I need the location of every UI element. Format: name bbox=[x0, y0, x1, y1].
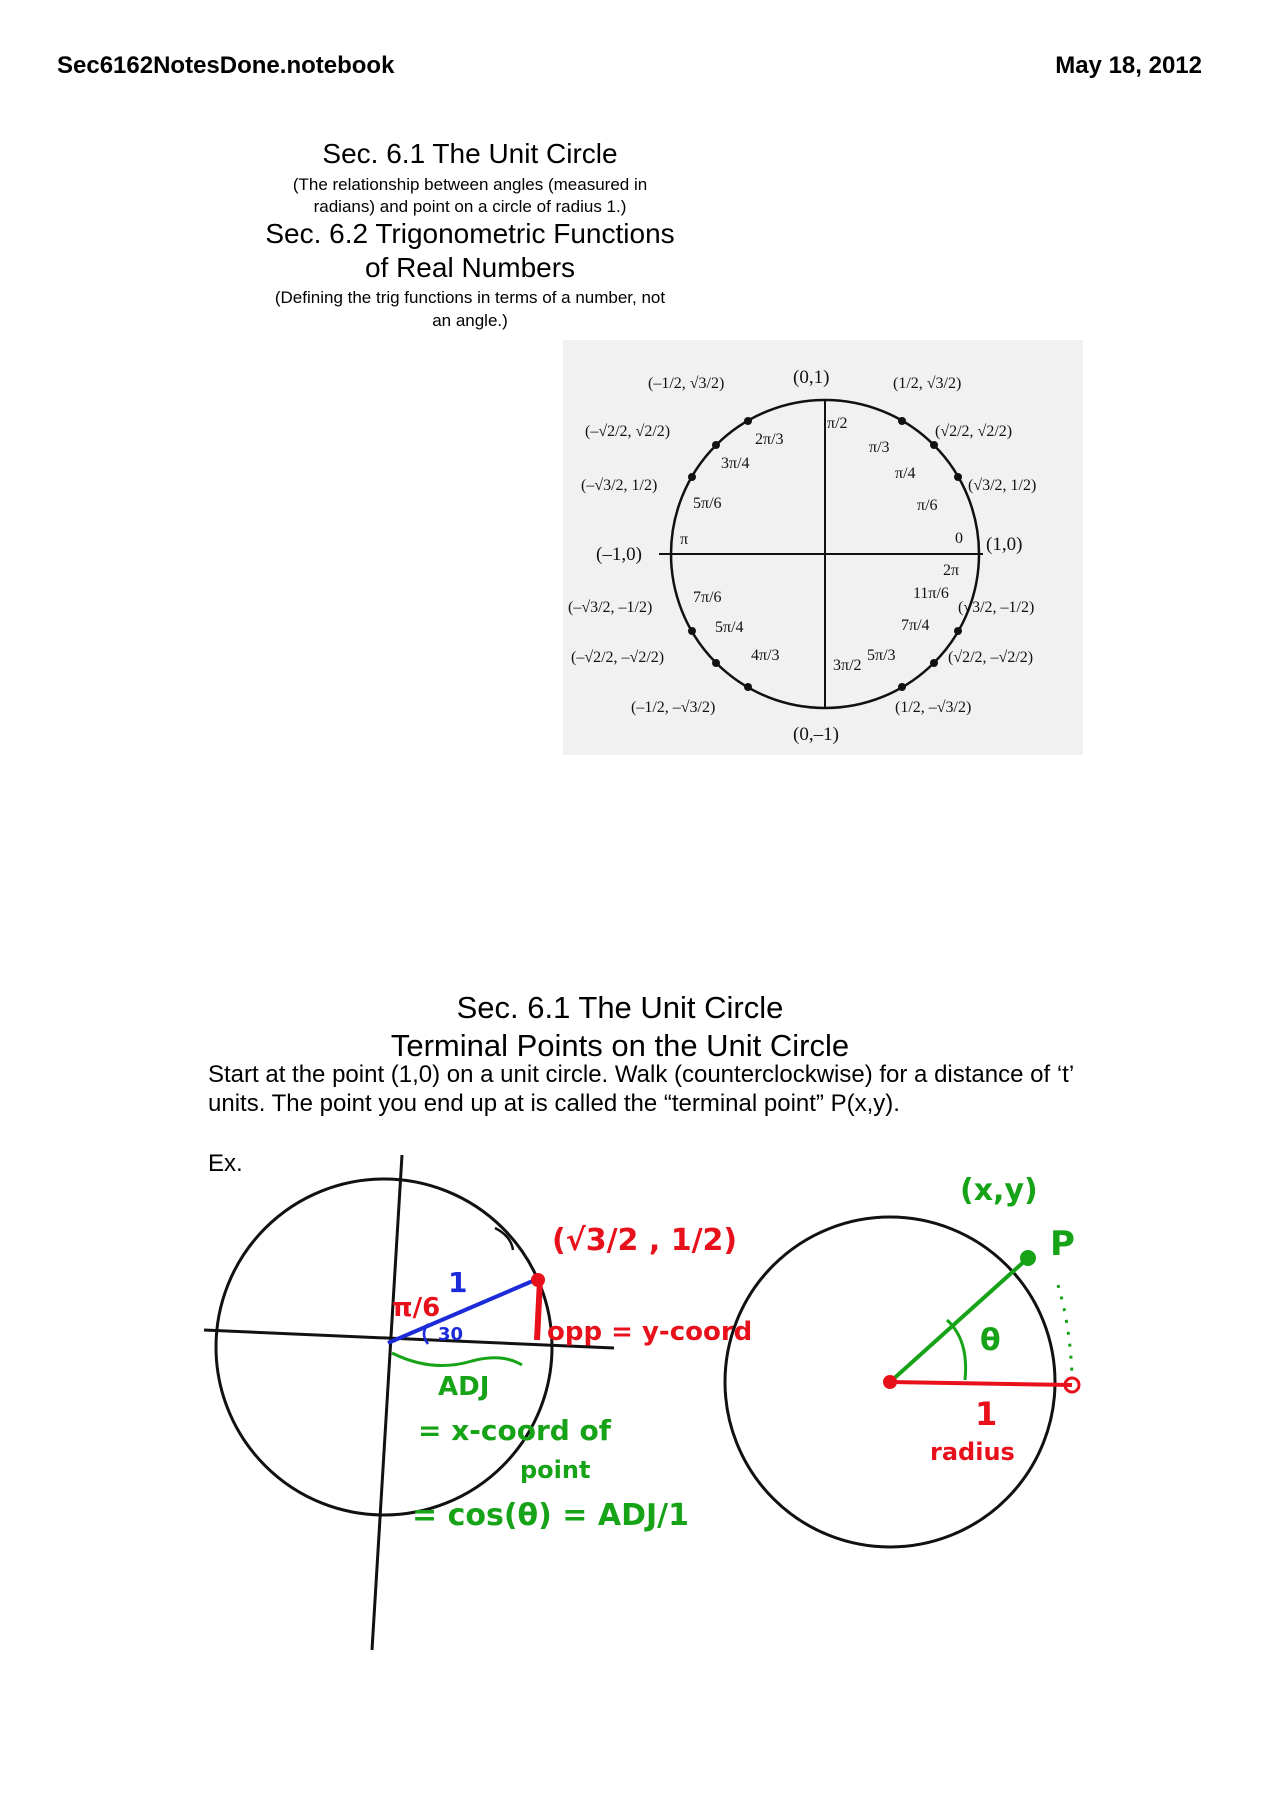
hypotenuse-line bbox=[387, 1278, 536, 1345]
theta-arc bbox=[945, 1318, 968, 1381]
coord-q4-300: (1/2, –√3/2) bbox=[895, 699, 971, 716]
coord-q1-45: (√2/2, √2/2) bbox=[935, 423, 1012, 440]
hw-radius-word: radius bbox=[930, 1438, 1015, 1466]
coord-q2-135: (–√2/2, √2/2) bbox=[585, 423, 670, 440]
hw-xy: (x,y) bbox=[960, 1173, 1038, 1208]
example-label: Ex. bbox=[208, 1150, 243, 1177]
angle-2pi: 2π bbox=[943, 562, 959, 579]
hw-30-deg: 30 bbox=[438, 1324, 463, 1345]
angle-pi-6: π/6 bbox=[917, 497, 938, 514]
angle-5pi-4: 5π/4 bbox=[715, 619, 744, 636]
dotted-arc bbox=[1056, 1284, 1074, 1376]
section2-title-line1: Sec. 6.1 The Unit Circle bbox=[456, 990, 784, 1025]
coord-q1-60: (1/2, √3/2) bbox=[893, 375, 961, 392]
section-subtitle-line1: (The relationship between angles (measur… bbox=[292, 175, 648, 194]
radius-line bbox=[889, 1380, 1073, 1387]
angle-pi-3: π/3 bbox=[869, 439, 890, 456]
angle-pi-2: π/2 bbox=[827, 415, 848, 432]
angle-11pi-6: 11π/6 bbox=[913, 585, 949, 602]
angle-7pi-6: 7π/6 bbox=[693, 589, 722, 606]
arc-arrow bbox=[494, 1226, 515, 1251]
hw-radius-1: 1 bbox=[975, 1395, 997, 1433]
angle-pi-4: π/4 bbox=[895, 465, 916, 482]
hw-hyp-1: 1 bbox=[448, 1266, 467, 1299]
coord-q2-150: (–√3/2, 1/2) bbox=[581, 477, 657, 494]
page-date: May 18, 2012 bbox=[1055, 52, 1202, 79]
coord-q3-210: (–√3/2, –1/2) bbox=[568, 599, 652, 616]
right-circle bbox=[723, 1215, 1057, 1549]
hw-adj: ADJ bbox=[438, 1372, 489, 1402]
adj-brace bbox=[391, 1351, 523, 1367]
coord-q3-240: (–1/2, –√3/2) bbox=[631, 699, 715, 716]
section-subtitle-line2: radians) and point on a circle of radius… bbox=[313, 197, 627, 216]
hw-terminal-point: (√3/2 , 1/2) bbox=[552, 1223, 737, 1258]
angle-dots bbox=[688, 417, 962, 691]
unit-circle-figure: (0,1) (0,–1) (–1,0) (1,0) 0 2π π π/2 π/3… bbox=[563, 340, 1083, 755]
section-subtitle2-line1: (Defining the trig functions in terms of… bbox=[274, 288, 666, 307]
label-bottom-point: (0,–1) bbox=[793, 724, 839, 745]
hw-point: point bbox=[520, 1456, 590, 1484]
angle-2pi-3: 2π/3 bbox=[755, 431, 784, 448]
intro-paragraph: Start at the point (1,0) on a unit circl… bbox=[208, 1061, 1074, 1117]
center-dot bbox=[883, 1375, 897, 1389]
hw-theta: θ bbox=[980, 1323, 1001, 1358]
coord-q3-225: (–√2/2, –√2/2) bbox=[571, 649, 664, 666]
p-point-dot bbox=[1020, 1250, 1036, 1266]
opposite-line bbox=[534, 1279, 543, 1341]
label-top-point: (0,1) bbox=[793, 367, 829, 388]
angle-pi: π bbox=[680, 531, 688, 548]
coord-q1-30: (√3/2, 1/2) bbox=[968, 477, 1036, 494]
terminal-ray bbox=[888, 1256, 1030, 1384]
left-y-axis bbox=[370, 1154, 404, 1651]
angle-4pi-3: 4π/3 bbox=[751, 647, 780, 664]
terminal-point-dot bbox=[531, 1273, 545, 1287]
hw-x-coord: = x-coord of bbox=[418, 1414, 612, 1447]
angle-5pi-3: 5π/3 bbox=[867, 647, 896, 664]
hw-P: P bbox=[1050, 1224, 1075, 1264]
hw-cos-adj: = cos(θ) = ADJ/1 bbox=[412, 1498, 689, 1533]
angle-5pi-6: 5π/6 bbox=[693, 495, 722, 512]
coord-q4-330: (√3/2, –1/2) bbox=[958, 599, 1034, 616]
hw-angle-pi6: π/6 bbox=[392, 1293, 440, 1323]
angle-arc-left bbox=[422, 1323, 430, 1345]
angle-0: 0 bbox=[955, 530, 963, 547]
coord-q4-315: (√2/2, –√2/2) bbox=[948, 649, 1033, 666]
unit-circle-svg: (0,1) (0,–1) (–1,0) (1,0) 0 2π π π/2 π/3… bbox=[568, 367, 1036, 745]
section-subtitle2-line2: an angle.) bbox=[432, 311, 508, 330]
left-circle bbox=[214, 1177, 554, 1517]
coord-q2-120: (–1/2, √3/2) bbox=[648, 375, 724, 392]
section-title-6-2-line2: of Real Numbers bbox=[364, 252, 576, 283]
angle-7pi-4: 7π/4 bbox=[901, 617, 930, 634]
section2-title-line2: Terminal Points on the Unit Circle bbox=[390, 1028, 850, 1063]
angle-3pi-4: 3π/4 bbox=[721, 455, 750, 472]
handwritten-example-sketch: π/6 1 30 (√3/2 , 1/2) opp = y-coord ADJ … bbox=[203, 1154, 1081, 1651]
hw-opp-y-coord: opp = y-coord bbox=[547, 1317, 752, 1347]
label-left-point: (–1,0) bbox=[596, 544, 642, 565]
angle-3pi-2: 3π/2 bbox=[833, 657, 862, 674]
label-right-point: (1,0) bbox=[986, 534, 1022, 555]
section-title-6-1: Sec. 6.1 The Unit Circle bbox=[322, 138, 618, 169]
left-x-axis bbox=[203, 1328, 615, 1350]
start-point-dot bbox=[1063, 1376, 1081, 1394]
section-title-6-2-line1: Sec. 6.2 Trigonometric Functions bbox=[265, 218, 675, 249]
notebook-filename: Sec6162NotesDone.notebook bbox=[57, 52, 395, 79]
